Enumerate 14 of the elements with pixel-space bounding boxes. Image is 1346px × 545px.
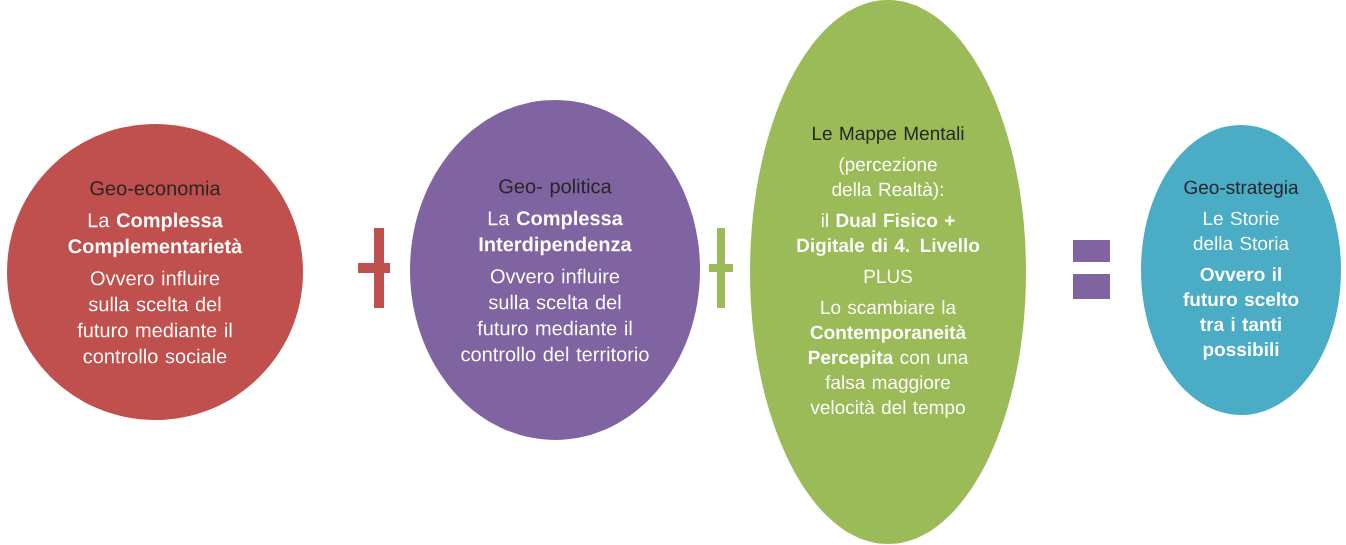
body-text: (percezione della Realtà): [832, 157, 943, 200]
heading-text: Geo-strategia [1184, 180, 1299, 198]
heading-text: Le Mappe Mentali [813, 126, 964, 144]
body-text: Ovvero influire sulla scelta del futuro mediante il controllo sociale [77, 270, 232, 364]
body-text: Ovvero il futuro scelto tra i tanti possibili [1183, 267, 1299, 360]
body-text: Le Storie della Storia [1193, 211, 1290, 251]
heading-text: Geo-economia [90, 180, 221, 196]
body-text: Lo scambiare la Contemporaneità Percepita con una falsa maggiore velocità del tempo [808, 300, 969, 418]
heading-text: Geo- politica [499, 178, 612, 198]
body-text: La Complessa Interdipendenza [479, 210, 632, 256]
body-text: PLUS [864, 269, 912, 284]
body-text: il Dual Fisico + Digitale di 4. Livello [797, 213, 980, 256]
body-text: La Complessa Complementarietà [68, 212, 243, 258]
body-text: Ovvero influire sulla scelta del futuro mediante il controllo del territorio [461, 268, 649, 362]
